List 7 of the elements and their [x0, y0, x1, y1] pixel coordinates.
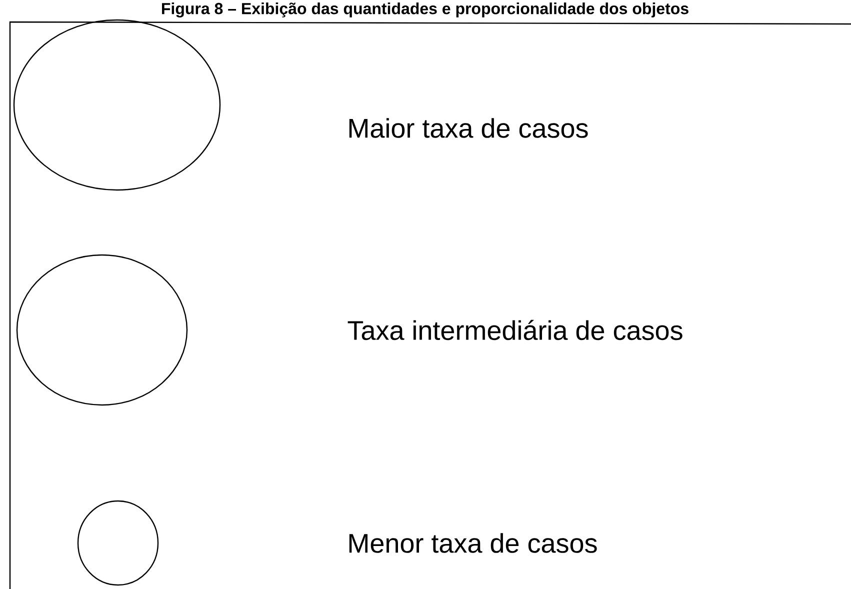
circle [13, 19, 221, 191]
circle [77, 500, 159, 586]
size-label: Taxa intermediária de casos [348, 320, 682, 340]
title: Figura 8 – Exibição das quantidades e proporcionalidade dos objetos [162, 2, 688, 18]
size-label: Menor taxa de casos [349, 533, 597, 553]
size-label: Maior taxa de casos [349, 118, 588, 138]
circle [16, 254, 188, 406]
